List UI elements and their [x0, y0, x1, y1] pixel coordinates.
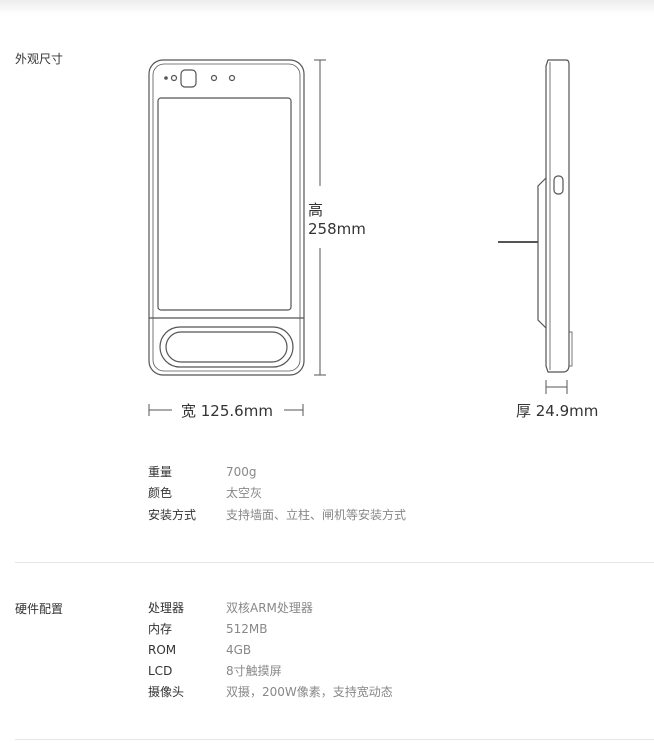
side-view-drawing — [498, 59, 573, 373]
spec-value: 双核ARM处理器 — [226, 601, 313, 615]
spec-key: ROM — [148, 643, 177, 657]
height-value: 258mm — [308, 220, 366, 238]
height-label: 高 — [308, 201, 323, 219]
thickness-dimension-line — [545, 380, 568, 394]
spec-value: 4GB — [226, 643, 252, 657]
spec-value: 支持墙面、立柱、闸机等安装方式 — [226, 508, 407, 522]
width-label: 宽 125.6mm — [181, 402, 273, 420]
spec-value: 700g — [226, 465, 257, 479]
section-divider — [15, 562, 654, 563]
thickness-label: 厚 24.9mm — [516, 402, 598, 420]
spec-key: 重量 — [148, 465, 173, 479]
section-divider — [15, 739, 654, 740]
spec-key: 摄像头 — [148, 685, 185, 699]
device-drawings: 高 258mm 宽 125.6mm 厚 24.9mm — [148, 59, 598, 420]
spec-value: 8寸触摸屏 — [226, 664, 282, 678]
spec-value: 双摄，200W像素，支持宽动态 — [226, 685, 393, 699]
section-title-hardware: 硬件配置 — [15, 602, 64, 616]
height-dimension-line — [314, 59, 326, 376]
width-dimension-line — [148, 404, 304, 416]
spec-key: 内存 — [148, 622, 173, 636]
spec-key: 颜色 — [148, 486, 173, 500]
section-title-appearance: 外观尺寸 — [15, 52, 64, 66]
spec-value: 512MB — [226, 622, 268, 636]
spec-value: 太空灰 — [226, 486, 263, 500]
front-view-drawing — [148, 59, 305, 376]
spec-key: 处理器 — [148, 601, 185, 615]
spec-key: 安装方式 — [148, 508, 197, 522]
header-shadow — [0, 0, 654, 14]
spec-key: LCD — [148, 664, 173, 678]
